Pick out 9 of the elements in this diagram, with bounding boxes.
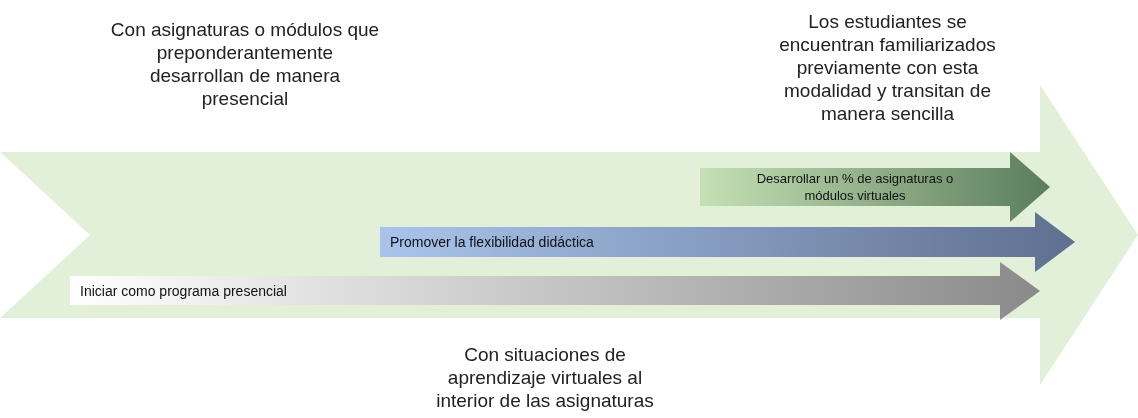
arrow-label: Desarrollar un % de asignaturas o módulos virtuales: [755, 170, 955, 204]
annotation-text: Con asignaturas o módulos que preponderantemente desarrollan de manera presencial: [110, 18, 380, 110]
step-banner: [700, 152, 1050, 222]
arrow-label: Iniciar como programa presencial: [80, 282, 288, 299]
arrow-label: Promover la flexibilidad didáctica: [390, 233, 595, 251]
step-banner: [70, 262, 1040, 320]
annotation-text: Con situaciones de aprendizaje virtuales al interior de las asignaturas: [435, 343, 655, 412]
annotation-text: Los estudiantes se encuentran familiarizados previamente con esta modalidad y transitan de manera sencilla: [778, 10, 997, 125]
step-banner: [380, 212, 1075, 272]
